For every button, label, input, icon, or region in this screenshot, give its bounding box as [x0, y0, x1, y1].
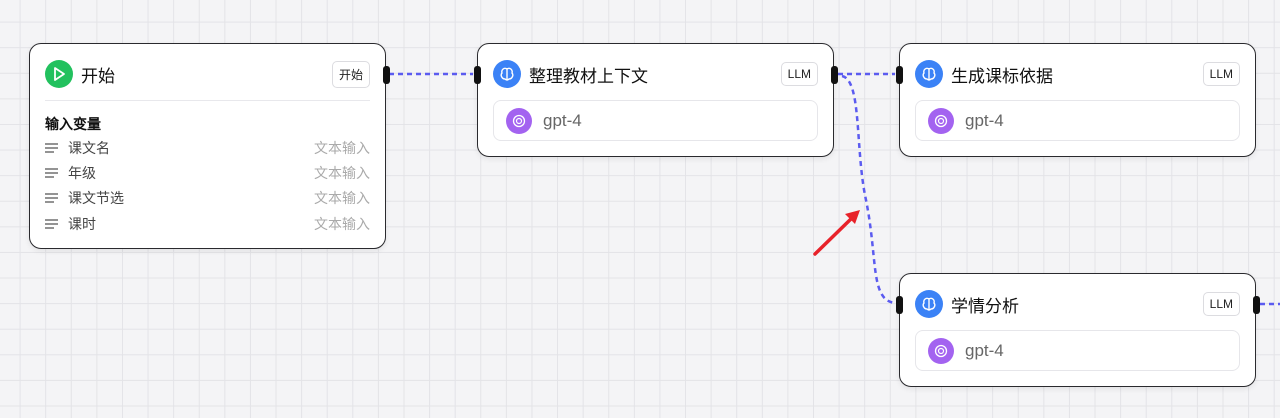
- llm-node-context[interactable]: 整理教材上下文 LLM gpt-4: [474, 43, 838, 157]
- start-node[interactable]: 开始 开始 输入变量 课文名文本输入 年级文本输入 课文节选文本输入 课时文本输…: [29, 43, 390, 249]
- node-title: 开始: [81, 66, 115, 86]
- text-lines-icon: [45, 219, 58, 229]
- play-icon: [45, 60, 73, 88]
- edge-context-to-analysis: [841, 74, 896, 305]
- variable-row[interactable]: 课时 文本输入: [45, 214, 370, 234]
- brain-icon: [915, 290, 943, 318]
- output-handle[interactable]: [383, 66, 390, 84]
- variable-row[interactable]: 课文节选 文本输入: [45, 188, 370, 208]
- brain-icon: [915, 60, 943, 88]
- openai-icon: [506, 107, 532, 134]
- model-name: gpt-4: [965, 340, 1004, 360]
- input-handle[interactable]: [896, 296, 903, 314]
- output-handle[interactable]: [831, 66, 838, 84]
- node-title: 生成课标依据: [951, 66, 1053, 86]
- variable-type: 文本输入: [314, 165, 370, 181]
- variable-type: 文本输入: [314, 140, 370, 156]
- input-handle[interactable]: [896, 66, 903, 84]
- model-selector[interactable]: gpt-4: [915, 100, 1240, 141]
- node-title: 学情分析: [951, 296, 1019, 316]
- brain-icon: [493, 60, 521, 88]
- node-type-badge: LLM: [1202, 62, 1240, 86]
- variable-type: 文本输入: [314, 190, 370, 206]
- text-lines-icon: [45, 193, 58, 203]
- variable-name: 年级: [68, 165, 96, 181]
- variable-name: 课文节选: [68, 190, 124, 206]
- llm-node-standard[interactable]: 生成课标依据 LLM gpt-4: [896, 43, 1256, 157]
- node-type-badge: LLM: [780, 62, 818, 86]
- variable-type: 文本输入: [314, 216, 370, 232]
- model-name: gpt-4: [965, 110, 1004, 130]
- model-selector[interactable]: gpt-4: [493, 100, 818, 141]
- node-title: 整理教材上下文: [529, 66, 648, 86]
- openai-icon: [928, 337, 954, 364]
- input-handle[interactable]: [474, 66, 481, 84]
- section-title: 输入变量: [45, 116, 101, 132]
- divider: [45, 100, 370, 101]
- text-lines-icon: [45, 143, 58, 153]
- node-type-badge: LLM: [1202, 292, 1240, 316]
- text-lines-icon: [45, 168, 58, 178]
- llm-node-analysis[interactable]: 学情分析 LLM gpt-4: [896, 273, 1260, 387]
- red-arrow-annotation: [813, 210, 860, 256]
- output-handle[interactable]: [1253, 296, 1260, 314]
- model-selector[interactable]: gpt-4: [915, 330, 1240, 371]
- variable-row[interactable]: 年级 文本输入: [45, 163, 370, 183]
- node-type-badge: 开始: [331, 60, 370, 88]
- model-name: gpt-4: [543, 110, 582, 130]
- variable-row[interactable]: 课文名 文本输入: [45, 138, 370, 158]
- variable-name: 课文名: [68, 140, 110, 156]
- openai-icon: [928, 107, 954, 134]
- variable-name: 课时: [68, 216, 96, 232]
